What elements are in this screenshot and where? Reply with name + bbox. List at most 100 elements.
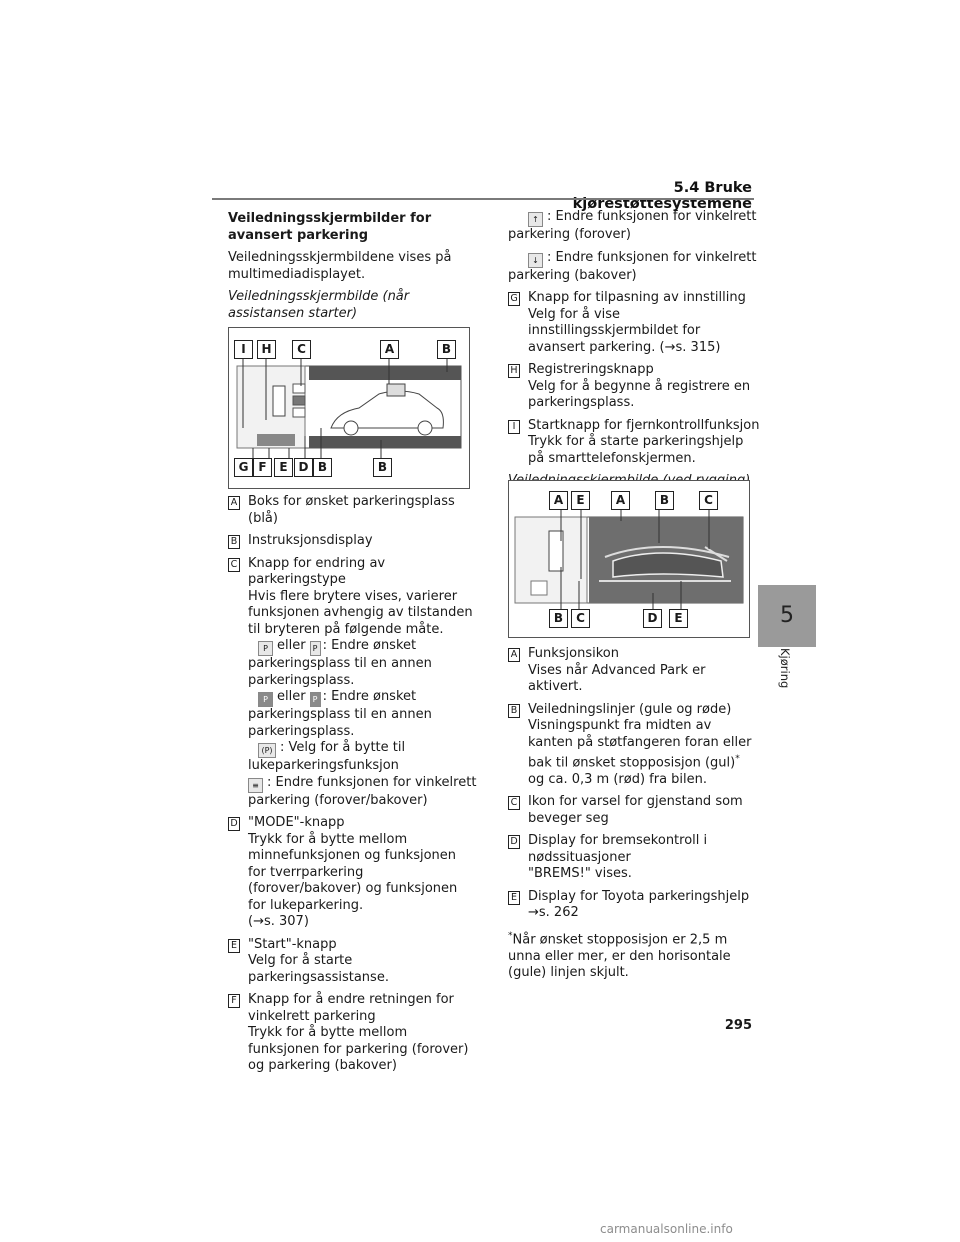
chapter-number: 5 [780, 603, 794, 628]
item-title: Knapp for endring av parkeringstype [248, 555, 386, 588]
item-letter: I [508, 419, 520, 434]
parking-space-selected-icon: P [258, 692, 273, 707]
fig2-callout-bottom: B [549, 609, 568, 628]
item-title: Startknapp for fjernkontrollfunksjon [528, 417, 760, 433]
list-item: E "Start"-knapp Velg for å starte parker… [228, 937, 478, 987]
fig2-callout-bottom: E [669, 609, 688, 628]
fig2-callout-top: B [655, 491, 674, 510]
intro-text: Veiledningsskjermbildene vises på multim… [228, 250, 452, 282]
item-letter: A [508, 648, 520, 662]
page-number: 295 [724, 1018, 752, 1033]
fig2-callout-top: A [611, 491, 630, 510]
right-item-list: A Funksjonsikon Vises når Advanced Park … [508, 646, 760, 988]
list-item: A Funksjonsikon Vises når Advanced Park … [508, 646, 760, 696]
item-body: Velg for å vise innstillingsskjermbildet… [528, 306, 721, 355]
item-text: : Endre ønsket parkeringsplass til en an… [248, 689, 432, 739]
item-letter: B [228, 535, 240, 549]
list-item: B Veiledningslinjer (gule og røde) Visni… [508, 702, 760, 789]
item-title: Registreringsknapp [528, 362, 654, 377]
list-item: A Boks for ønsket parkeringsplass (blå) [228, 494, 478, 527]
item-body: Vises når Advanced Park er aktivert. [528, 662, 706, 695]
item-letter: D [228, 817, 240, 831]
list-item: D Display for bremsekontroll i nødssitua… [508, 833, 760, 883]
item-letter: H [508, 364, 520, 378]
item-body: Velg for å begynne å registrere en parke… [528, 378, 751, 411]
item-text: : Endre ønsket parkeringsplass til en an… [248, 638, 432, 688]
fig1-callout-bottom: F [253, 458, 272, 477]
section-header: 5.4 Bruke kjørestøttesystemene [572, 180, 752, 212]
item-title: Ikon for varsel for gjenstand som bevege… [528, 794, 743, 826]
item-title: Display for bremsekontroll i nødssituasj… [528, 833, 708, 865]
left-column: Veiledningsskjermbilder for avansert par… [228, 210, 478, 328]
parking-space-icon: P [258, 641, 273, 656]
left-item-list: A Boks for ønsket parkeringsplass (blå) … [228, 494, 478, 1081]
list-item: E Display for Toyota parkeringshjelp →s.… [508, 889, 760, 922]
item-body: "BREMS!" vises. [528, 866, 632, 882]
item-letter: E [228, 938, 240, 953]
right-column: ↑: Endre funksjonen for vinkelrett parke… [508, 209, 760, 496]
forward-parking-icon: ↑ [528, 212, 543, 227]
item-title: Knapp for å endre retningen for vinkelre… [248, 992, 454, 1024]
list-item: I Startknapp for fjernkontrollfunksjon T… [508, 418, 760, 468]
fig1-callout-bottom: B [313, 458, 332, 477]
fig1-callout-bottom: D [294, 458, 313, 477]
footnote-marker: * [508, 930, 513, 941]
item-text: eller [277, 689, 306, 704]
item-title: Display for Toyota parkeringshjelp [528, 888, 750, 904]
list-item: F Knapp for å endre retningen for vinkel… [228, 992, 478, 1075]
chapter-label: Kjøring [778, 648, 792, 689]
item-title: "Start"-knapp [248, 936, 337, 952]
item-title: Veiledningslinjer (gule og røde) [528, 701, 732, 717]
item-body: og ca. 0,3 m (rød) fra bilen. [528, 771, 708, 787]
figure1-illustration [236, 358, 462, 460]
fig2-callout-bottom: C [571, 609, 590, 628]
item-text: eller [277, 638, 306, 653]
item-letter: E [508, 890, 520, 905]
item-title: Instruksjonsdisplay [248, 533, 373, 548]
watermark: carmanualsonline.info [600, 1222, 733, 1236]
parallel-parking-icon: (P) [258, 743, 276, 758]
figure1-caption: Veiledningsskjermbilde (når assistansen … [228, 289, 410, 321]
fig1-callout-top: C [292, 340, 311, 359]
item-letter: G [508, 292, 520, 306]
item-title: Boks for ønsket parkeringsplass (blå) [248, 494, 455, 526]
fig1-callout-bottom: E [274, 458, 293, 477]
fig1-callout-top: B [437, 340, 456, 359]
footnote-marker: * [735, 754, 740, 764]
list-item: D "MODE"-knapp Trykk for å bytte mellom … [228, 815, 478, 931]
item-letter: C [228, 557, 240, 572]
figure2-illustration [514, 509, 744, 611]
item-text: : Endre funksjonen for vinkelrett parker… [248, 774, 477, 808]
list-item: G Knapp for tilpasning av innstilling Ve… [508, 290, 760, 356]
item-body: Trykk for å bytte mellom minnefunksjonen… [248, 831, 458, 913]
item-reference: (→s. 307) [248, 914, 309, 929]
figure-reversing: A E A B C B C D E [508, 480, 750, 638]
section-title: Veiledningsskjermbilder for avansert par… [228, 211, 432, 243]
item-title: Knapp for tilpasning av innstilling [528, 290, 746, 305]
item-text: : Endre funksjonen for vinkelrett parker… [508, 209, 757, 242]
fig2-callout-top: A [549, 491, 568, 510]
parking-space-selected-small-icon: P [309, 692, 321, 707]
fig1-callout-top: I [234, 340, 253, 359]
list-item: B Instruksjonsdisplay [228, 533, 478, 550]
item-letter: D [508, 835, 520, 850]
list-item: C Knapp for endring av parkeringstype Hv… [228, 556, 478, 810]
footnote: *Når ønsket stopposisjon er 2,5 m unna e… [508, 928, 760, 982]
fig2-callout-bottom: D [643, 609, 662, 628]
fig2-callout-top: C [699, 491, 718, 510]
item-body: Visningspunkt fra midten av kanten på st… [528, 718, 752, 771]
item-body: Hvis flere brytere vises, varierer funks… [248, 588, 473, 637]
item-body: Trykk for å starte parkeringshjelp på sm… [528, 434, 744, 466]
item-letter: C [508, 796, 520, 811]
item-letter: A [228, 496, 240, 510]
list-item: C Ikon for varsel for gjenstand som beve… [508, 794, 760, 827]
list-item: H Registreringsknapp Velg for å begynne … [508, 362, 760, 412]
item-body: →s. 262 [528, 905, 579, 921]
item-letter: F [228, 994, 240, 1008]
item-text: : Velg for å bytte til lukeparkeringsfun… [248, 740, 406, 773]
item-text: : Endre funksjonen for vinkelrett parker… [508, 249, 757, 283]
chapter-tab [758, 585, 816, 647]
footnote-text: Når ønsket stopposisjon er 2,5 m unna el… [508, 932, 731, 981]
header-rule [212, 198, 754, 200]
item-body: Trykk for å bytte mellom funksjonen for … [248, 1025, 469, 1073]
